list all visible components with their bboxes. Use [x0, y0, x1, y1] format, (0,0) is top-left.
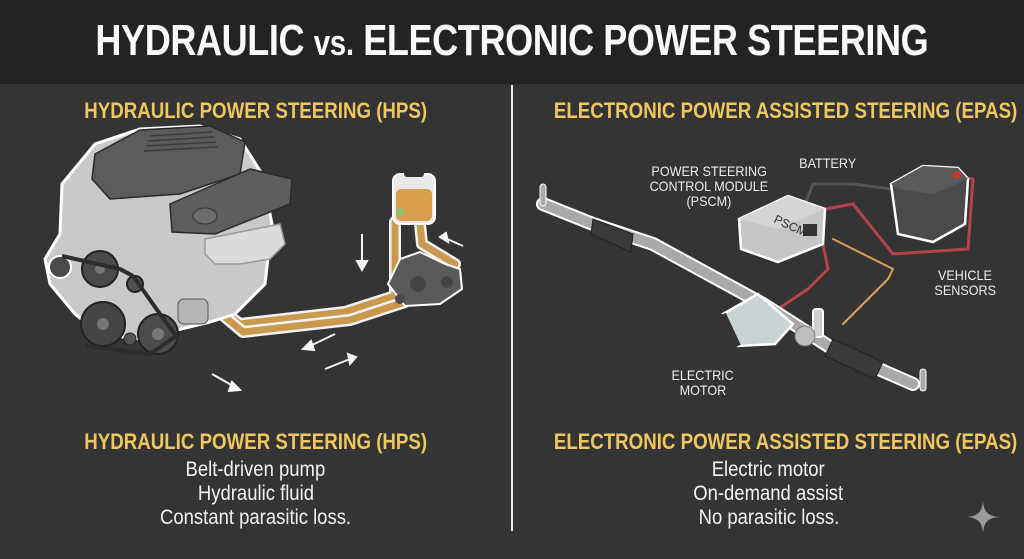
header-banner: HYDRAULIC vs. ELECTRONIC POWER STEERING	[0, 0, 1024, 84]
steering-gearbox-icon	[386, 250, 464, 308]
epas-feature-item: On-demand assist	[693, 482, 844, 505]
hps-heading: HYDRAULIC POWER STEERING (HPS)	[84, 98, 427, 123]
hps-feature-item: Belt-driven pump	[185, 458, 326, 481]
hps-feature-item: Constant parasitic loss.	[159, 506, 352, 529]
battery-label: BATTERY	[799, 155, 857, 171]
battery-icon	[889, 164, 970, 244]
hps-illustration	[43, 124, 464, 393]
engine-block-icon	[43, 124, 293, 357]
epas-feature-list: Electric motor On-demand assist No paras…	[513, 458, 1024, 530]
steering-rack-icon	[536, 183, 927, 392]
electric-motor-label: ELECTRIC MOTOR	[671, 367, 735, 398]
epas-heading: ELECTRONIC POWER ASSISTED STEERING (EPAS…	[553, 98, 1018, 123]
epas-feature-item: Electric motor	[712, 458, 825, 481]
sparkle-icon	[967, 501, 999, 533]
hps-feature-item: Hydraulic fluid	[197, 482, 314, 505]
title-vs: vs.	[313, 22, 354, 63]
epas-feature-item: No parasitic loss.	[698, 506, 839, 529]
title-part-hydraulic: HYDRAULIC	[95, 16, 314, 65]
title-part-electronic: ELECTRONIC POWER STEERING	[353, 16, 929, 65]
panel-divider	[511, 85, 513, 531]
fluid-reservoir-icon	[392, 168, 436, 225]
epas-summary-heading: ELECTRONIC POWER ASSISTED STEERING (EPAS…	[553, 429, 1018, 454]
epas-panel: ELECTRONIC POWER ASSISTED STEERING (EPAS…	[513, 84, 1024, 559]
pscm-label: POWER STEERING CONTROL MODULE (PSCM)	[649, 163, 769, 209]
hps-summary-heading: HYDRAULIC POWER STEERING (HPS)	[84, 429, 427, 454]
page-title: HYDRAULIC vs. ELECTRONIC POWER STEERING	[96, 16, 929, 66]
hps-feature-list: Belt-driven pump Hydraulic fluid Constan…	[0, 458, 511, 530]
hps-panel: HYDRAULIC POWER STEERING (HPS)	[0, 84, 511, 559]
vehicle-sensors-label: VEHICLE SENSORS	[934, 267, 996, 298]
flow-arrows-icon	[211, 231, 464, 393]
pscm-module-icon: PSCM	[737, 194, 827, 264]
epas-illustration: PSCM	[536, 164, 975, 392]
